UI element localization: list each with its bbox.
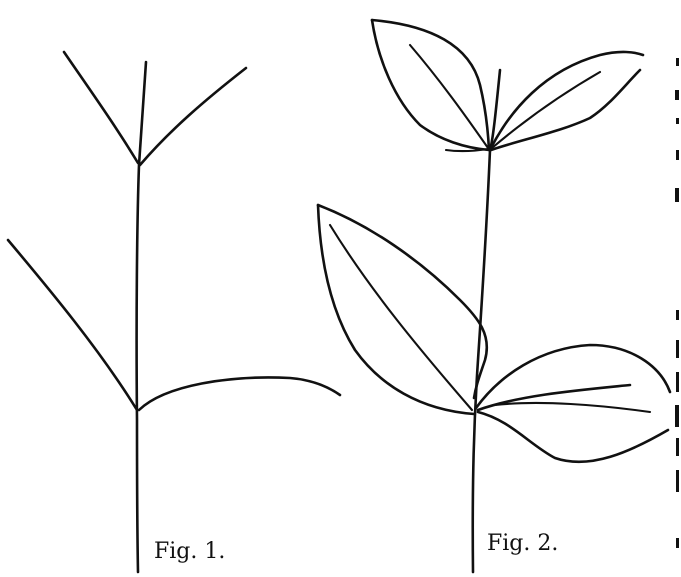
fig-1-upper-right-branch	[140, 68, 246, 165]
fig-2-lower-left-leaf-outline	[318, 205, 474, 414]
fig-2-upper-right-leaf	[490, 52, 643, 150]
fig-2-upper-right-leaf-outline	[491, 70, 640, 150]
fig-1-lower-right-branch	[139, 377, 340, 410]
cropped-margin-marks	[675, 58, 679, 548]
fig-1-upper-left-branch	[64, 52, 138, 163]
fig-2-lower-left-leaf	[318, 205, 487, 398]
fig-2-lower-left-leaf-vein	[330, 225, 472, 410]
fig-2-caption: Fig. 2.	[487, 531, 558, 556]
fig-2-upper-left-leaf-outline	[372, 20, 489, 150]
fig-2-lower-right-leaf-2	[478, 412, 668, 462]
fig-2-upper-left-leaf-vein	[410, 45, 488, 148]
fig-1-drawing	[8, 52, 340, 572]
fig-2-lower-right-leaf-2-outline	[495, 403, 650, 412]
fig-1-main-stem	[137, 62, 146, 572]
fig-1-caption: Fig. 1.	[154, 539, 225, 564]
fig-2-upper-right-leaf-vein	[492, 72, 600, 148]
fig-1-lower-left-branch	[8, 240, 137, 410]
fig-2-upper-bud	[446, 149, 488, 151]
fig-2-drawing	[318, 20, 670, 572]
fig-2-lower-right-leaf	[476, 345, 670, 408]
fig-2-upper-left-leaf	[372, 20, 489, 150]
